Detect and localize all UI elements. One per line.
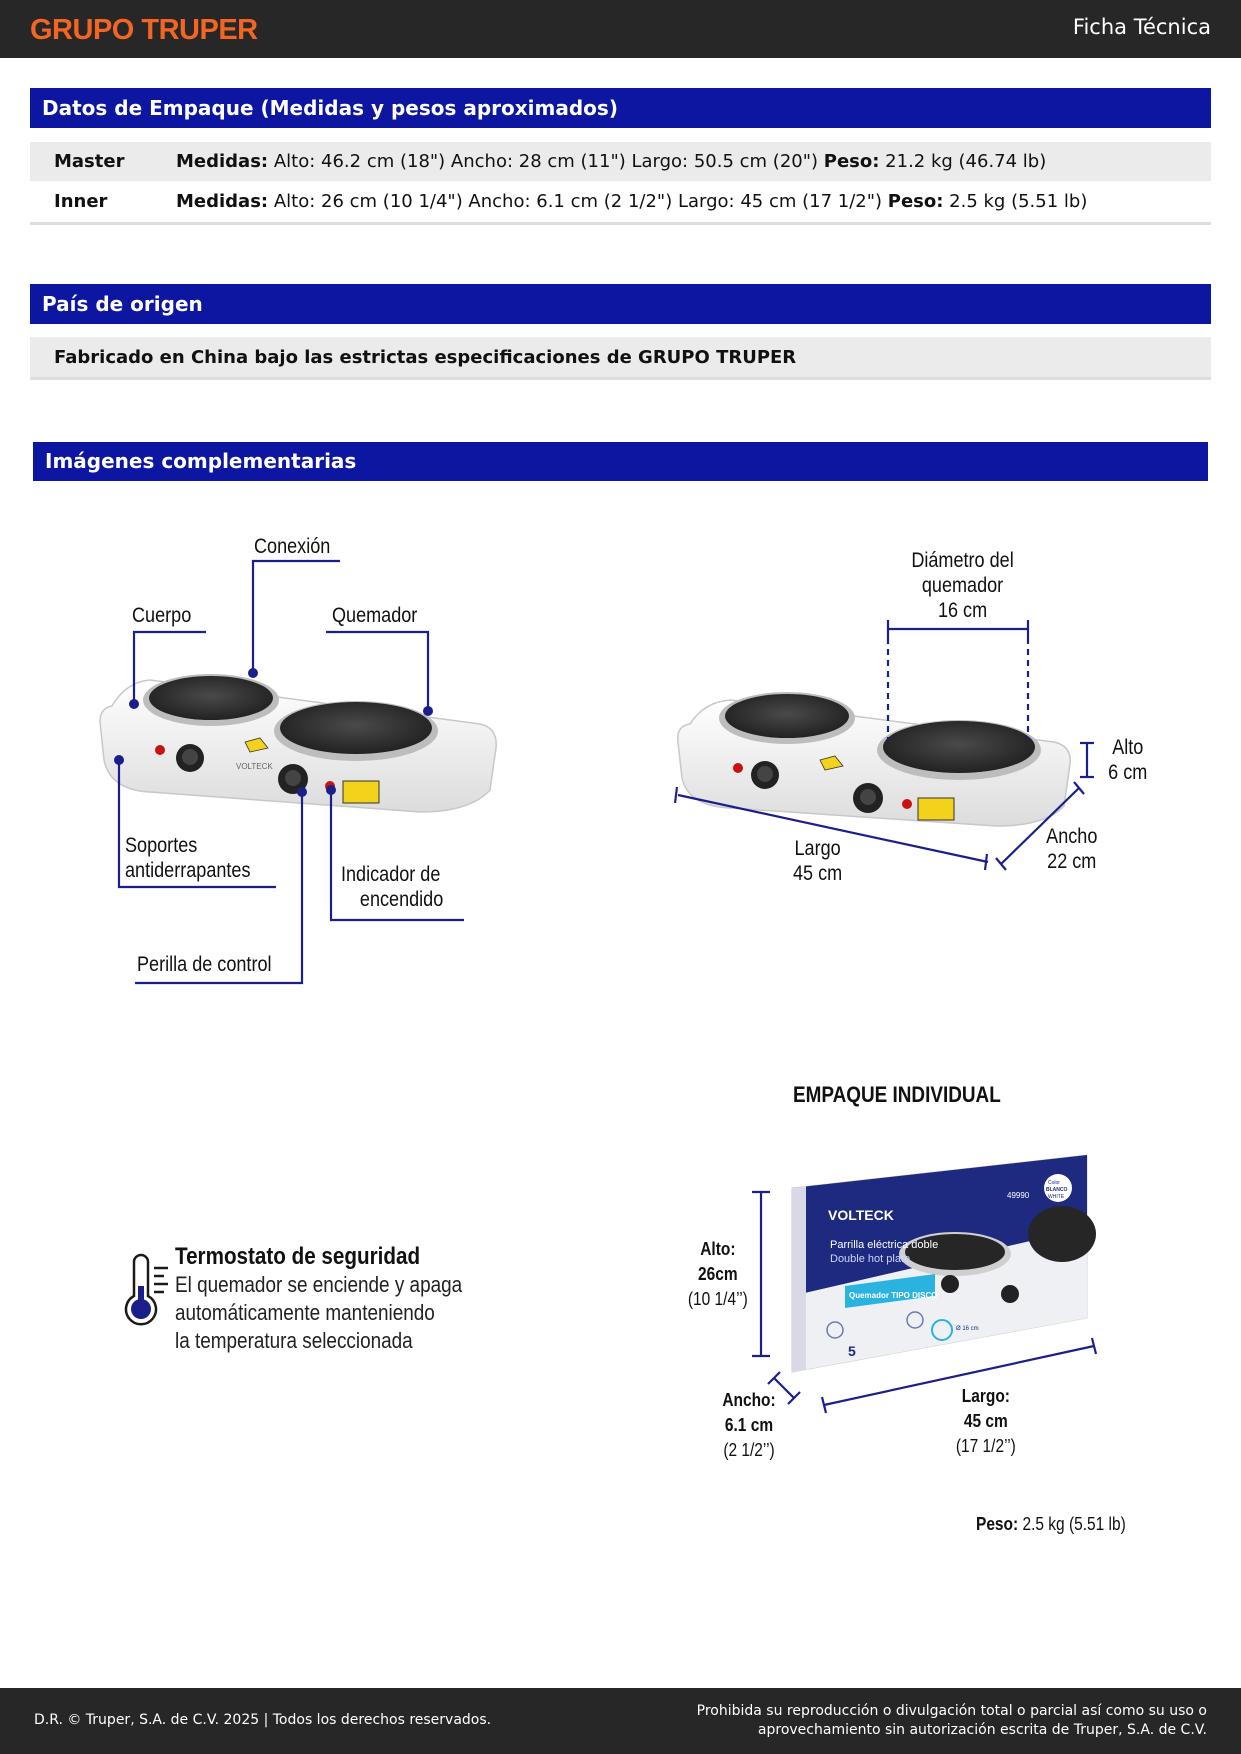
divider [30, 377, 1211, 380]
origin-text: Fabricado en China bajo las estrictas es… [54, 347, 797, 368]
label-quemador: Quemador [332, 604, 418, 627]
box-color-2: BLANCO [1046, 1187, 1067, 1193]
label-conexion: Conexión [254, 535, 331, 558]
package-box-print: VOLTECK Parrilla eléctrica doble Double … [828, 1180, 1067, 1359]
box-feature-num: 5 [848, 1343, 856, 1359]
package-largo: Largo:45 cm(17 1/2’’) [956, 1386, 1016, 1456]
thermostat-title: Termostato de seguridad [175, 1243, 421, 1270]
box-color-1: Color [1048, 1180, 1060, 1186]
thermometer-icon [124, 1253, 168, 1326]
document-title: Ficha Técnica [1072, 15, 1211, 39]
package-alto: Alto:26cm(10 1/4’’) [688, 1239, 748, 1309]
row-text: Medidas: Alto: 46.2 cm (18") Ancho: 28 c… [176, 151, 1047, 172]
label-perilla: Perilla de control [137, 953, 272, 976]
row-text: Medidas: Alto: 26 cm (10 1/4") Ancho: 6.… [176, 191, 1088, 212]
thermometer-bulb [131, 1299, 151, 1319]
packaging-heading: Datos de Empaque (Medidas y pesos aproxi… [30, 88, 1211, 128]
knob-brand-mark: VOLTECK [236, 762, 273, 771]
table-row-master: Master Medidas: Alto: 46.2 cm (18") Anch… [30, 142, 1211, 181]
divider [30, 222, 1211, 225]
thermometer-fill [138, 1286, 144, 1306]
table-row-inner: Inner Medidas: Alto: 26 cm (10 1/4") Anc… [30, 182, 1211, 221]
box-title-en: Double hot plate [830, 1253, 910, 1265]
footer-copyright: D.R. © Truper, S.A. de C.V. 2025 | Todos… [34, 1712, 492, 1728]
callout-dots [114, 668, 433, 797]
thermostat-text: Termostato de seguridad El quemador se e… [175, 1243, 463, 1353]
package-ancho: Ancho:6.1 cm(2 1/2’’) [722, 1390, 776, 1460]
box-code-text: 49990 [1007, 1191, 1030, 1200]
origin-row: Fabricado en China bajo las estrictas es… [30, 337, 1211, 377]
row-label: Master [54, 151, 125, 172]
hot-plate-dimensions [677, 692, 1071, 827]
package-weight: Peso: 2.5 kg (5.51 lb) [976, 1514, 1126, 1534]
footer-notice: Prohibida su reproducción o divulgación … [696, 1703, 1207, 1738]
box-title-es: Parrilla eléctrica doble [830, 1239, 938, 1251]
label-cuerpo: Cuerpo [132, 604, 192, 627]
images-heading: Imágenes complementarias [33, 442, 1208, 481]
box-brand-text: VOLTECK [828, 1207, 894, 1223]
package-dimension-lines [752, 1190, 1098, 1414]
callout-lines [117, 559, 464, 985]
top-bar: GRUPO TRUPER Ficha Técnica [0, 0, 1241, 58]
box-feature-size: Ø 16 cm [956, 1326, 979, 1332]
package-title: EMPAQUE INDIVIDUAL [793, 1082, 1001, 1107]
origin-heading: País de origen [30, 284, 1211, 324]
package-box [791, 1154, 1096, 1373]
dimension-lines [673, 620, 1094, 871]
footer: D.R. © Truper, S.A. de C.V. 2025 | Todos… [0, 1688, 1241, 1754]
box-color-3: WHITE [1048, 1194, 1065, 1200]
hot-plate-parts [99, 674, 497, 813]
box-badge-text: Quemador TIPO DISCO [849, 1291, 937, 1300]
row-label: Inner [54, 191, 108, 212]
brand-logo: GRUPO TRUPER [30, 14, 258, 46]
